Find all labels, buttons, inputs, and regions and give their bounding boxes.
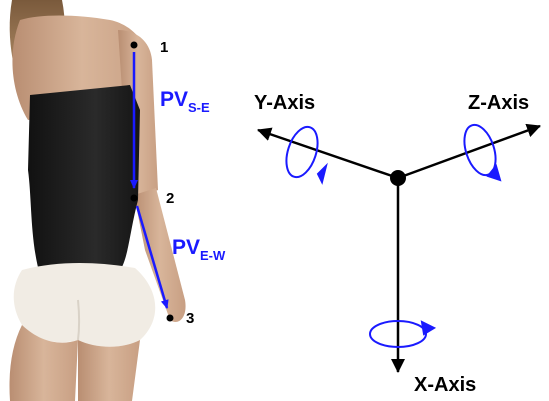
y-axis-label: Y-Axis — [254, 92, 315, 114]
point-1-marker — [131, 42, 138, 49]
z-axis-label: Z-Axis — [468, 92, 529, 114]
point-1-label: 1 — [160, 39, 168, 56]
vector-ew-subscript: E-W — [200, 248, 226, 263]
vector-se-label: PVS-E — [160, 88, 210, 115]
x-rotation-arrow-icon — [370, 321, 434, 347]
point-3-marker — [167, 315, 174, 322]
person-photo — [10, 0, 186, 401]
z-axis-line — [398, 126, 540, 178]
point-3-label: 3 — [186, 310, 194, 327]
point-2-label: 2 — [166, 190, 174, 207]
z-rotation-arrow-icon — [459, 121, 502, 180]
vector-se-subscript: S-E — [188, 100, 210, 115]
axis-system — [258, 126, 540, 372]
vector-ew-label: PVE-W — [172, 236, 226, 263]
axis-origin — [390, 170, 406, 186]
point-2-marker — [131, 195, 138, 202]
y-axis-line — [258, 130, 398, 178]
x-axis-label: X-Axis — [414, 374, 476, 396]
y-rotation-arrow-icon — [281, 123, 326, 182]
